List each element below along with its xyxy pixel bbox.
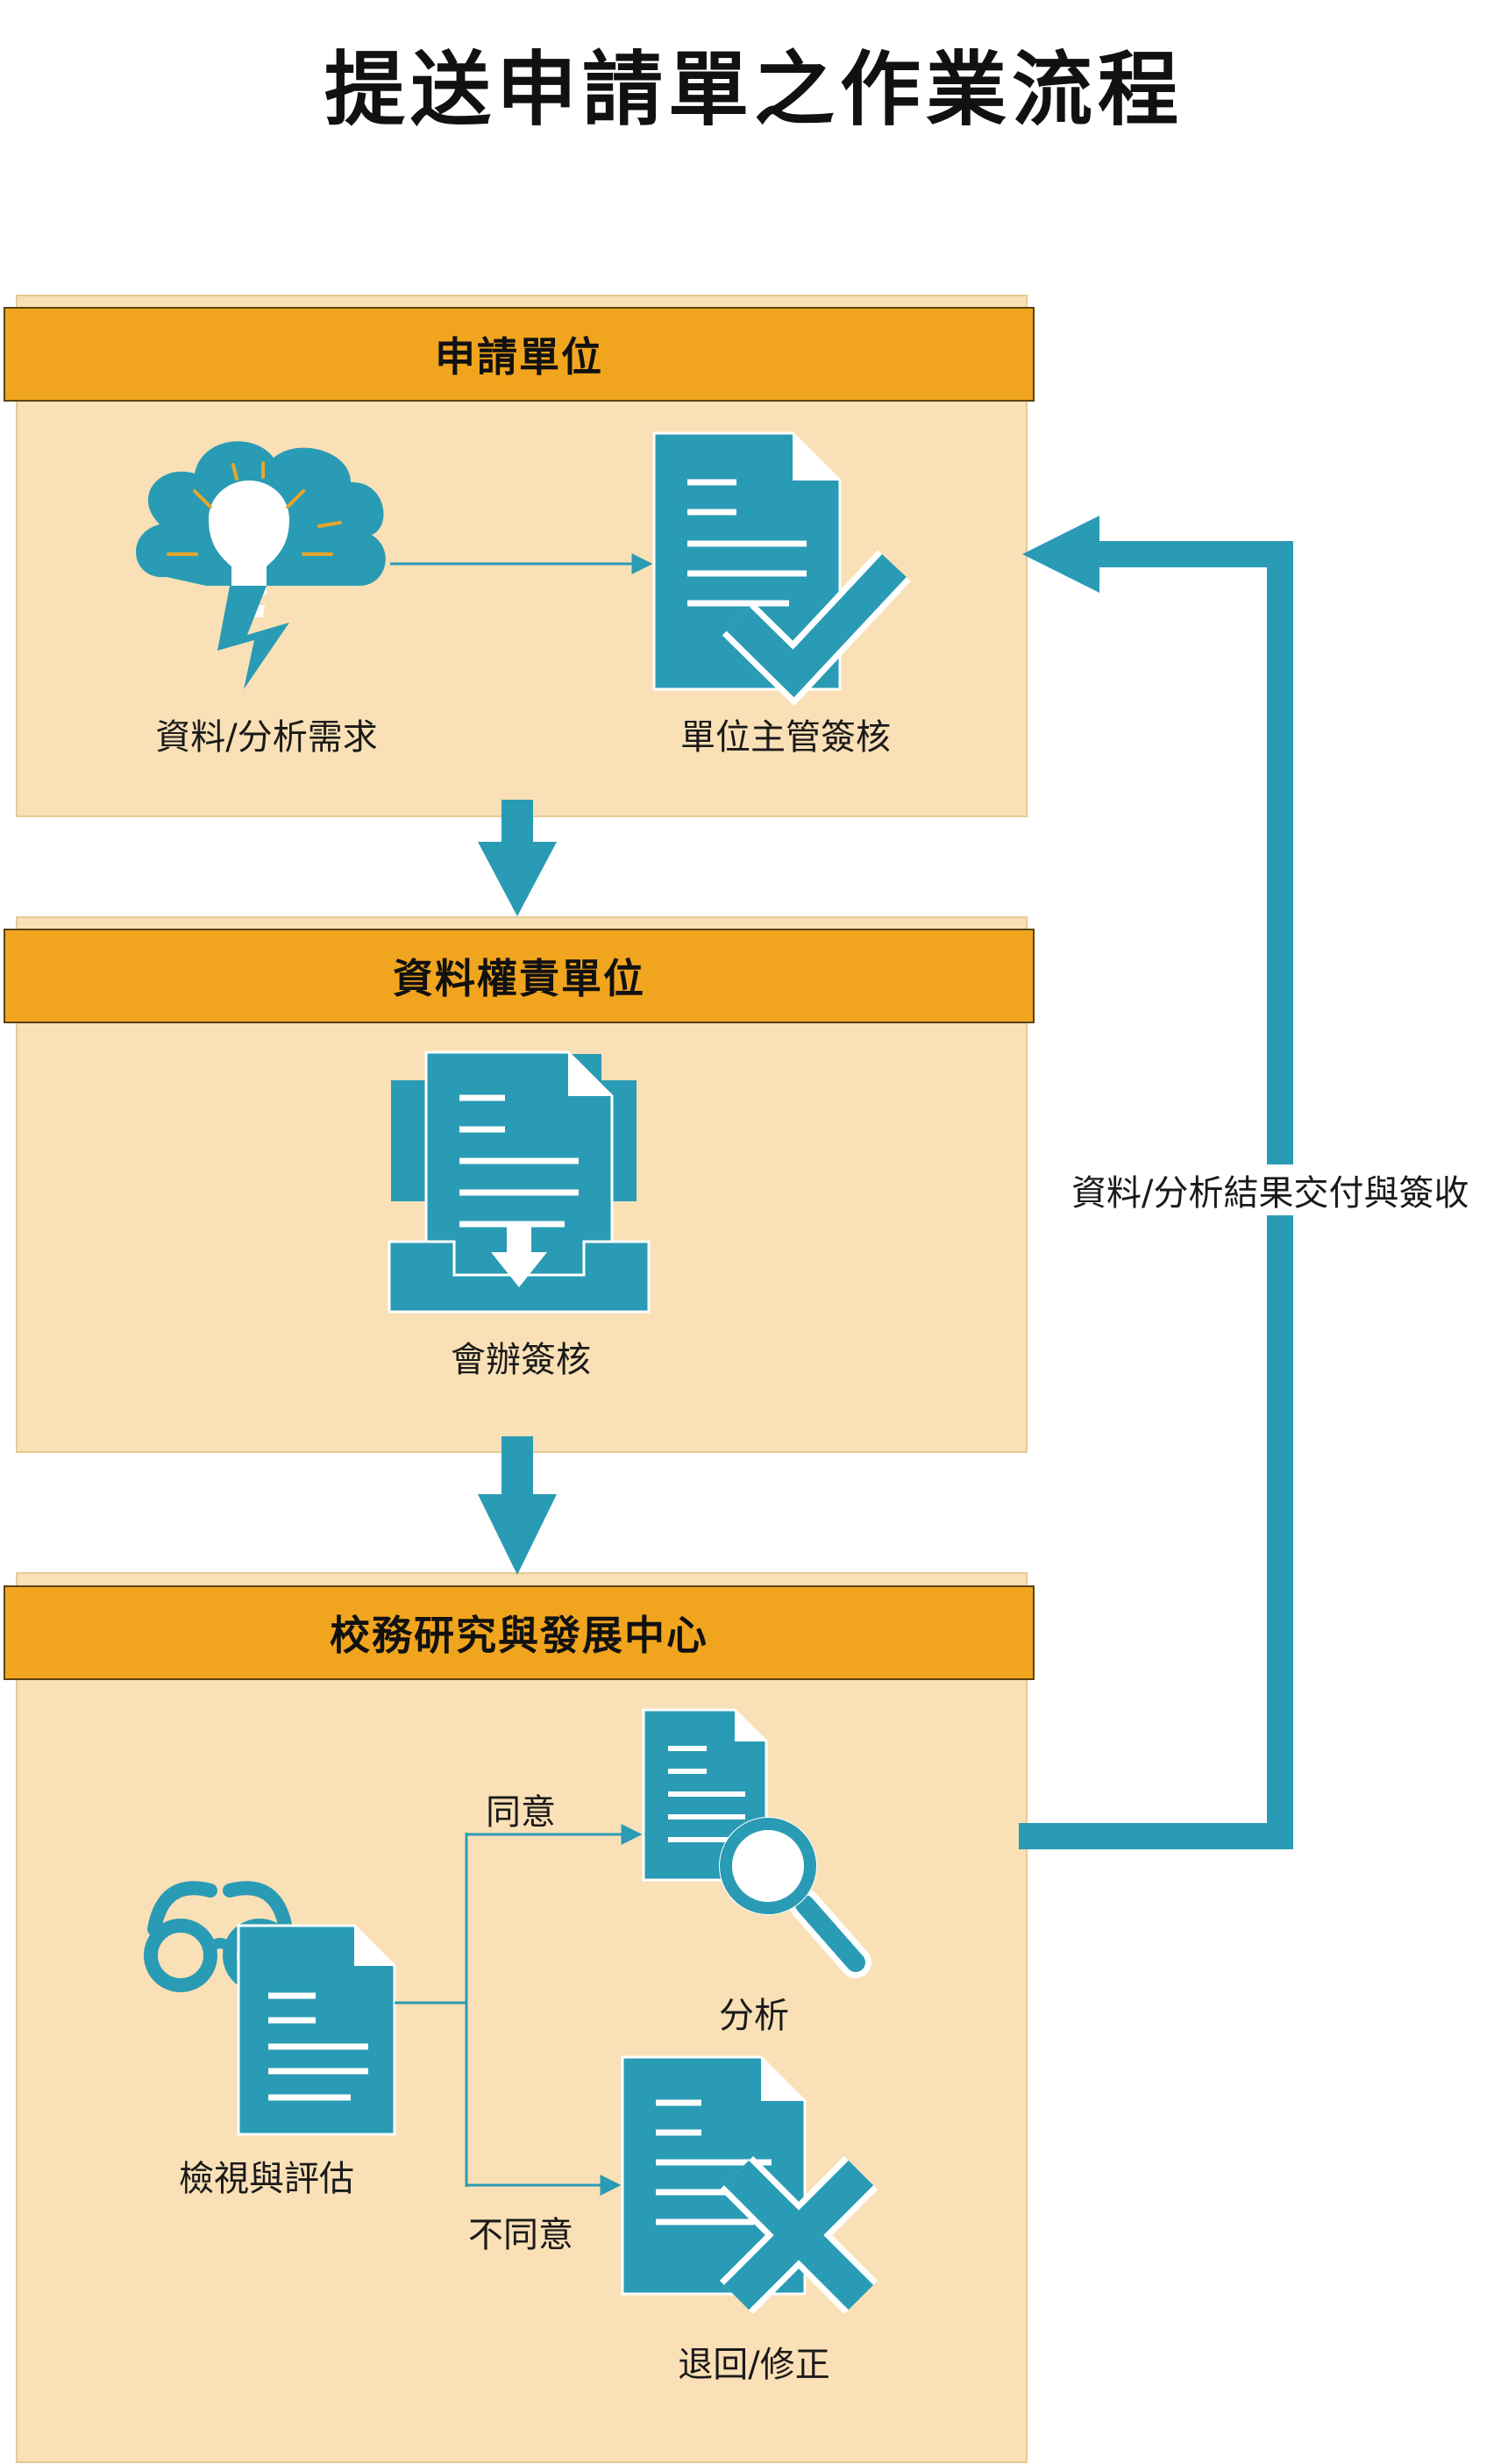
brainstorm-icon <box>136 441 386 689</box>
node-label-need: 資料/分析需求 <box>155 717 378 758</box>
node-label-supervisor-approve: 單位主管簽核 <box>680 717 891 758</box>
node-label-analysis: 分析 <box>719 1996 789 2036</box>
node-label-cosign: 會辦簽核 <box>451 1340 591 1380</box>
branch-label-agree: 同意 <box>486 1792 556 1833</box>
document-check-icon <box>652 431 911 707</box>
return-flow-label: 資料/分析結果交付與簽收 <box>1068 1164 1473 1215</box>
branch-connector <box>395 1824 643 2196</box>
branch-label-disagree: 不同意 <box>468 2215 573 2255</box>
document-search-icon <box>642 1708 871 1978</box>
section-ir-center <box>16 1572 1028 2463</box>
page-title: 提送申請單之作業流程 <box>324 43 1184 137</box>
section-header-applicant: 申請單位 <box>4 307 1035 402</box>
document-reject-icon <box>621 2055 878 2315</box>
node-label-return-revise: 退回/修正 <box>678 2345 830 2385</box>
document-inbox-icon <box>388 1050 651 1314</box>
glasses-document-icon <box>144 1881 396 2136</box>
section-header-data-owner: 資料權責單位 <box>4 929 1035 1023</box>
flow-arrow-down-2 <box>478 1436 557 1575</box>
flow-arrow-down-1 <box>478 800 557 916</box>
section-header-ir-center: 校務研究與發展中心 <box>4 1585 1035 1680</box>
node-label-review: 檢視與評估 <box>179 2159 354 2199</box>
